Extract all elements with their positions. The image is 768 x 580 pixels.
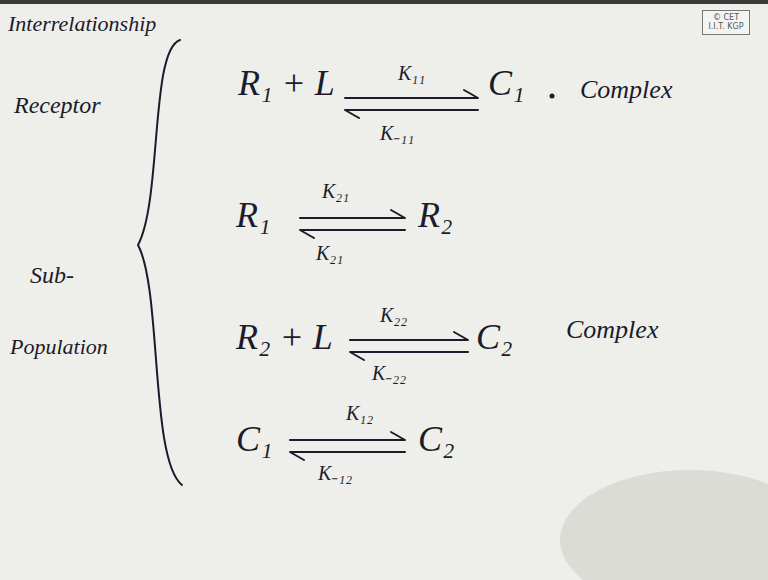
group-label: Receptor [14, 92, 101, 118]
ink-dot [550, 94, 555, 99]
forward-arrow [350, 332, 468, 340]
rate-constant: K₁₂ [346, 402, 373, 424]
top-edge [0, 0, 768, 4]
heading: Interrelationship [8, 12, 156, 36]
species: R₁ + L [238, 64, 335, 104]
species: R₁ [236, 196, 271, 236]
species: R₂ + L [236, 318, 333, 358]
hand-shadow [560, 470, 768, 580]
curly-brace [138, 40, 182, 485]
species: C₂ [476, 318, 513, 358]
rate-constant: K₂₁ [322, 180, 349, 202]
rate-constant: K₂₁ [316, 242, 343, 264]
reverse-arrow [300, 230, 405, 238]
species: C₁ [488, 64, 525, 104]
forward-arrow [345, 90, 478, 98]
rate-constant: K₋₁₂ [318, 462, 352, 484]
rate-constant: K₂₂ [380, 304, 407, 326]
group-label: Population [10, 335, 108, 359]
rate-constant: K₋₂₂ [372, 362, 406, 384]
rate-constant: K₋₁₁ [380, 122, 414, 144]
forward-arrow [300, 210, 405, 218]
logo-box: © CET I.I.T. KGP [702, 10, 750, 35]
group-label: Sub- [30, 262, 74, 288]
reverse-arrow [345, 110, 478, 118]
reverse-arrow [350, 352, 468, 360]
reverse-arrow [290, 452, 405, 460]
rate-constant: K₁₁ [398, 62, 425, 84]
species: C₁ [236, 420, 273, 460]
note: Complex [580, 76, 672, 105]
logo-text: © CET I.I.T. KGP [706, 13, 746, 31]
species: R₂ [418, 196, 453, 236]
note: Complex [566, 316, 658, 345]
species: C₂ [418, 420, 455, 460]
forward-arrow [290, 432, 405, 440]
